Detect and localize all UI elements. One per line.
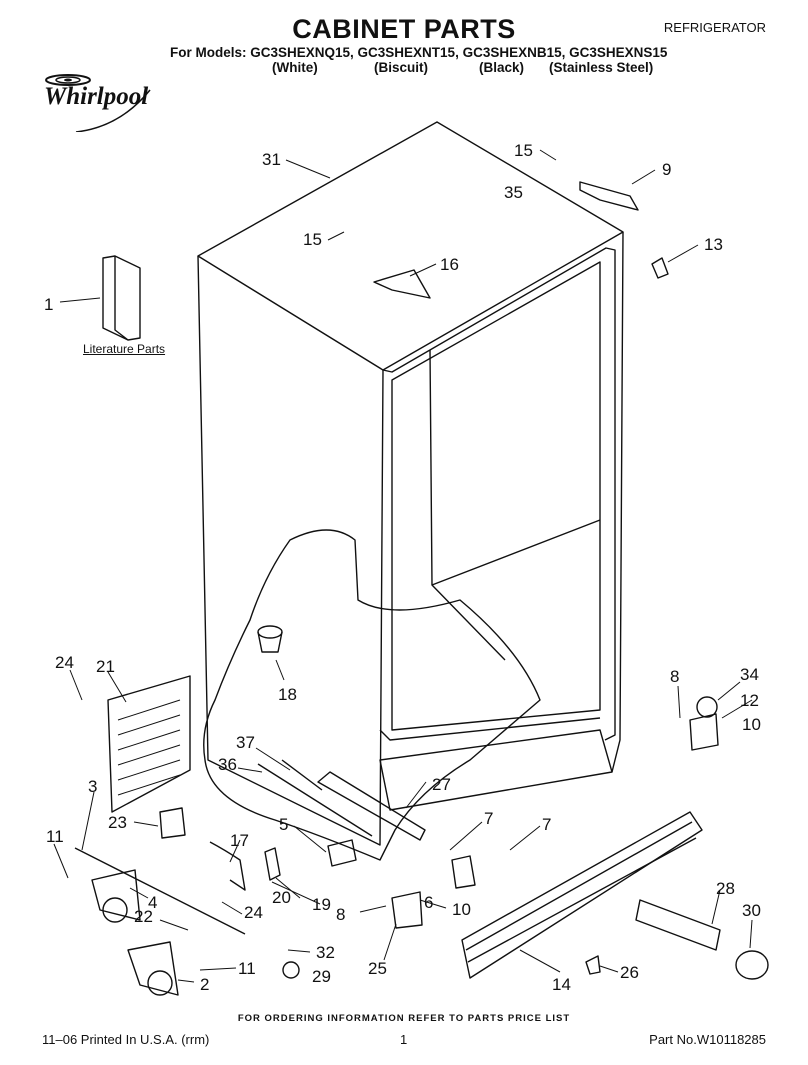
callout-21: 21 <box>96 657 115 676</box>
finish-biscuit: (Biscuit) <box>374 60 428 75</box>
part-6 <box>451 855 476 889</box>
cap-30 <box>735 950 769 980</box>
callout-8a: 8 <box>670 667 679 686</box>
callout-1: 1 <box>44 295 53 314</box>
callout-27: 27 <box>432 775 451 794</box>
literature-book <box>102 255 141 341</box>
callout-19: 19 <box>312 895 331 914</box>
callout-11b: 11 <box>238 959 256 978</box>
category-label: REFRIGERATOR <box>663 20 766 35</box>
part-34 <box>696 696 718 718</box>
callout-5: 5 <box>279 815 288 834</box>
page-title: CABINET PARTS <box>292 14 516 44</box>
callout-14: 14 <box>552 975 571 994</box>
part-number: Part No.W10118285 <box>649 1032 766 1047</box>
callout-15a: 15 <box>514 141 533 160</box>
finish-black: (Black) <box>479 60 525 75</box>
part-13 <box>651 257 669 279</box>
callout-11a: 11 <box>46 827 64 846</box>
callout-15b: 15 <box>303 230 322 249</box>
base-grille-14 <box>461 811 703 979</box>
callout-4: 4 <box>148 893 157 912</box>
callout-36: 36 <box>218 755 237 774</box>
tube-36 <box>257 763 373 837</box>
brand-logo: Whirlpool <box>44 83 149 110</box>
roller-assembly-2 <box>127 941 179 996</box>
callout-10a: 10 <box>742 715 761 734</box>
bracket-12 <box>689 713 719 751</box>
callout-16: 16 <box>440 255 459 274</box>
callout-23: 23 <box>108 813 127 832</box>
callout-34: 34 <box>740 665 759 684</box>
heater-27 <box>317 771 426 841</box>
part-17 <box>209 841 246 891</box>
bracket-23 <box>159 807 186 839</box>
ordering-note: FOR ORDERING INFORMATION REFER TO PARTS … <box>237 1013 571 1024</box>
callout-35: 35 <box>504 183 523 202</box>
callout-17: 17 <box>230 831 249 850</box>
part-5 <box>327 839 357 867</box>
callout-31: 31 <box>262 150 281 169</box>
callout-10b: 10 <box>452 900 471 919</box>
hinge-16 <box>373 269 431 299</box>
callout-30: 30 <box>742 901 761 920</box>
cabinet-side-left <box>197 255 384 846</box>
part-28 <box>635 899 721 951</box>
models-line: For Models: GC3SHEXNQ15, GC3SHEXNT15, GC… <box>170 45 668 60</box>
part-19 <box>264 847 281 881</box>
cabinet-side-right <box>611 231 624 773</box>
callout-18: 18 <box>278 685 297 704</box>
callout-7b: 7 <box>542 815 551 834</box>
callout-7a: 7 <box>484 809 493 828</box>
callout-29: 29 <box>312 967 331 986</box>
finish-stainless: (Stainless Steel) <box>549 60 654 75</box>
cabinet-inner-opening <box>391 261 601 731</box>
callout-12: 12 <box>740 691 759 710</box>
callout-37: 37 <box>236 733 255 752</box>
callout-28: 28 <box>716 879 735 898</box>
callout-13: 13 <box>704 235 723 254</box>
hinge-9 <box>579 181 639 211</box>
cabinet-front-flange <box>382 247 616 741</box>
print-info: 11–06 Printed In U.S.A. (rrm) <box>42 1032 210 1047</box>
roller-assembly-4 <box>91 869 141 921</box>
drain-18 <box>257 625 283 639</box>
hinge-25 <box>391 891 423 929</box>
callout-3: 3 <box>88 777 97 796</box>
callout-26: 26 <box>620 963 639 982</box>
callout-24b: 24 <box>244 903 263 922</box>
rear-panel-21 <box>107 675 191 813</box>
callout-24a: 24 <box>55 653 74 672</box>
literature-parts-label: Literature Parts <box>83 342 166 356</box>
cutaway-liner <box>203 529 541 861</box>
callout-20: 20 <box>272 888 291 907</box>
callout-2: 2 <box>200 975 209 994</box>
callout-22: 22 <box>134 907 153 926</box>
part-26 <box>585 955 601 975</box>
bottom-rail <box>379 729 613 811</box>
whirlpool-logo-swirl <box>45 74 151 132</box>
callout-8b: 8 <box>336 905 345 924</box>
page-number: 1 <box>400 1032 408 1047</box>
finish-white: (White) <box>272 60 318 75</box>
rod-3 <box>74 847 246 935</box>
callout-9: 9 <box>662 160 671 179</box>
callout-25: 25 <box>368 959 387 978</box>
tube-37 <box>281 759 323 791</box>
part-29 <box>282 961 300 979</box>
callout-6: 6 <box>424 893 433 912</box>
callout-32: 32 <box>316 943 335 962</box>
